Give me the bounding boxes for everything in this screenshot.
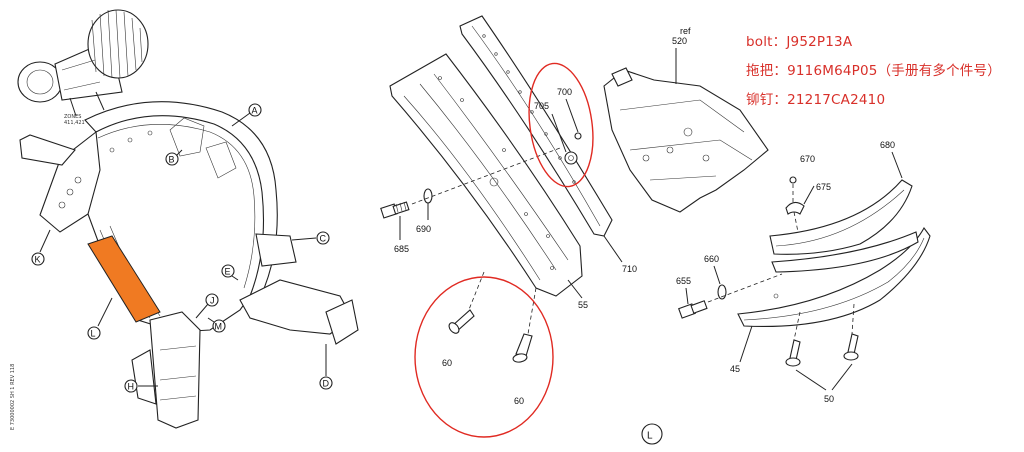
annotation-handle: 拖把：9116M64P05（手册有多个件号）: [746, 63, 1001, 79]
view-k: K: [35, 255, 41, 265]
engine-inset: [17, 9, 149, 117]
rivets-60: [448, 271, 537, 363]
view-l-label: L: [647, 431, 653, 442]
callout-520: 520: [672, 36, 687, 46]
washer-690: [423, 188, 433, 204]
view-e: E: [225, 267, 231, 277]
callout-700: 700: [557, 87, 572, 97]
seal-45: [737, 226, 931, 327]
hardware-700-705: [551, 98, 582, 165]
callout-60-left: 60: [442, 358, 452, 368]
view-l-small: L: [91, 329, 96, 339]
callout-660: 660: [704, 254, 719, 264]
view-h: H: [128, 382, 135, 392]
callout-690: 690: [416, 224, 431, 234]
view-a: A: [252, 106, 258, 116]
panel-55: [389, 53, 583, 297]
bracket-520: [603, 67, 769, 213]
drawing-code: E 73000002 SH 1 REV 118: [10, 364, 16, 430]
view-callouts: A B C D E H J K L M: [31, 103, 333, 393]
red-circle-bolt-area: [528, 62, 594, 188]
callout-670: 670: [800, 154, 815, 164]
view-b: B: [169, 155, 175, 165]
annotation-rivet: 铆钉：21217CA2410: [746, 92, 886, 108]
callout-50: 50: [824, 394, 834, 404]
callout-675: 675: [816, 182, 831, 192]
bolt-685: [380, 201, 410, 219]
frame-ring: [19, 101, 359, 429]
callout-45: 45: [730, 364, 740, 374]
callout-680: 680: [880, 140, 895, 150]
annotation-bolt: bolt：J952P13A: [746, 34, 853, 50]
view-m: M: [215, 322, 223, 332]
callout-705: 705: [534, 101, 549, 111]
highlighted-panel-l: [87, 235, 161, 323]
bolt-655: [678, 300, 708, 319]
seal-680: [769, 179, 913, 255]
hardware-670-675: [785, 176, 805, 233]
callout-60-right: 60: [514, 396, 524, 406]
callout-655: 655: [676, 276, 691, 286]
rivets-50: [785, 303, 859, 391]
red-circle-rivet-area: [414, 276, 554, 438]
zones-caption: ZONES: [64, 114, 81, 120]
view-j: J: [210, 296, 215, 306]
ref-label: ref: [680, 26, 691, 36]
callout-710: 710: [622, 264, 637, 274]
callout-55: 55: [578, 300, 588, 310]
washer-660: [717, 284, 727, 300]
view-d: D: [323, 379, 330, 389]
view-l-marker: [641, 423, 663, 445]
callout-685: 685: [394, 244, 409, 254]
zones-numbers: 411,421: [64, 120, 85, 126]
view-c: C: [320, 234, 327, 244]
